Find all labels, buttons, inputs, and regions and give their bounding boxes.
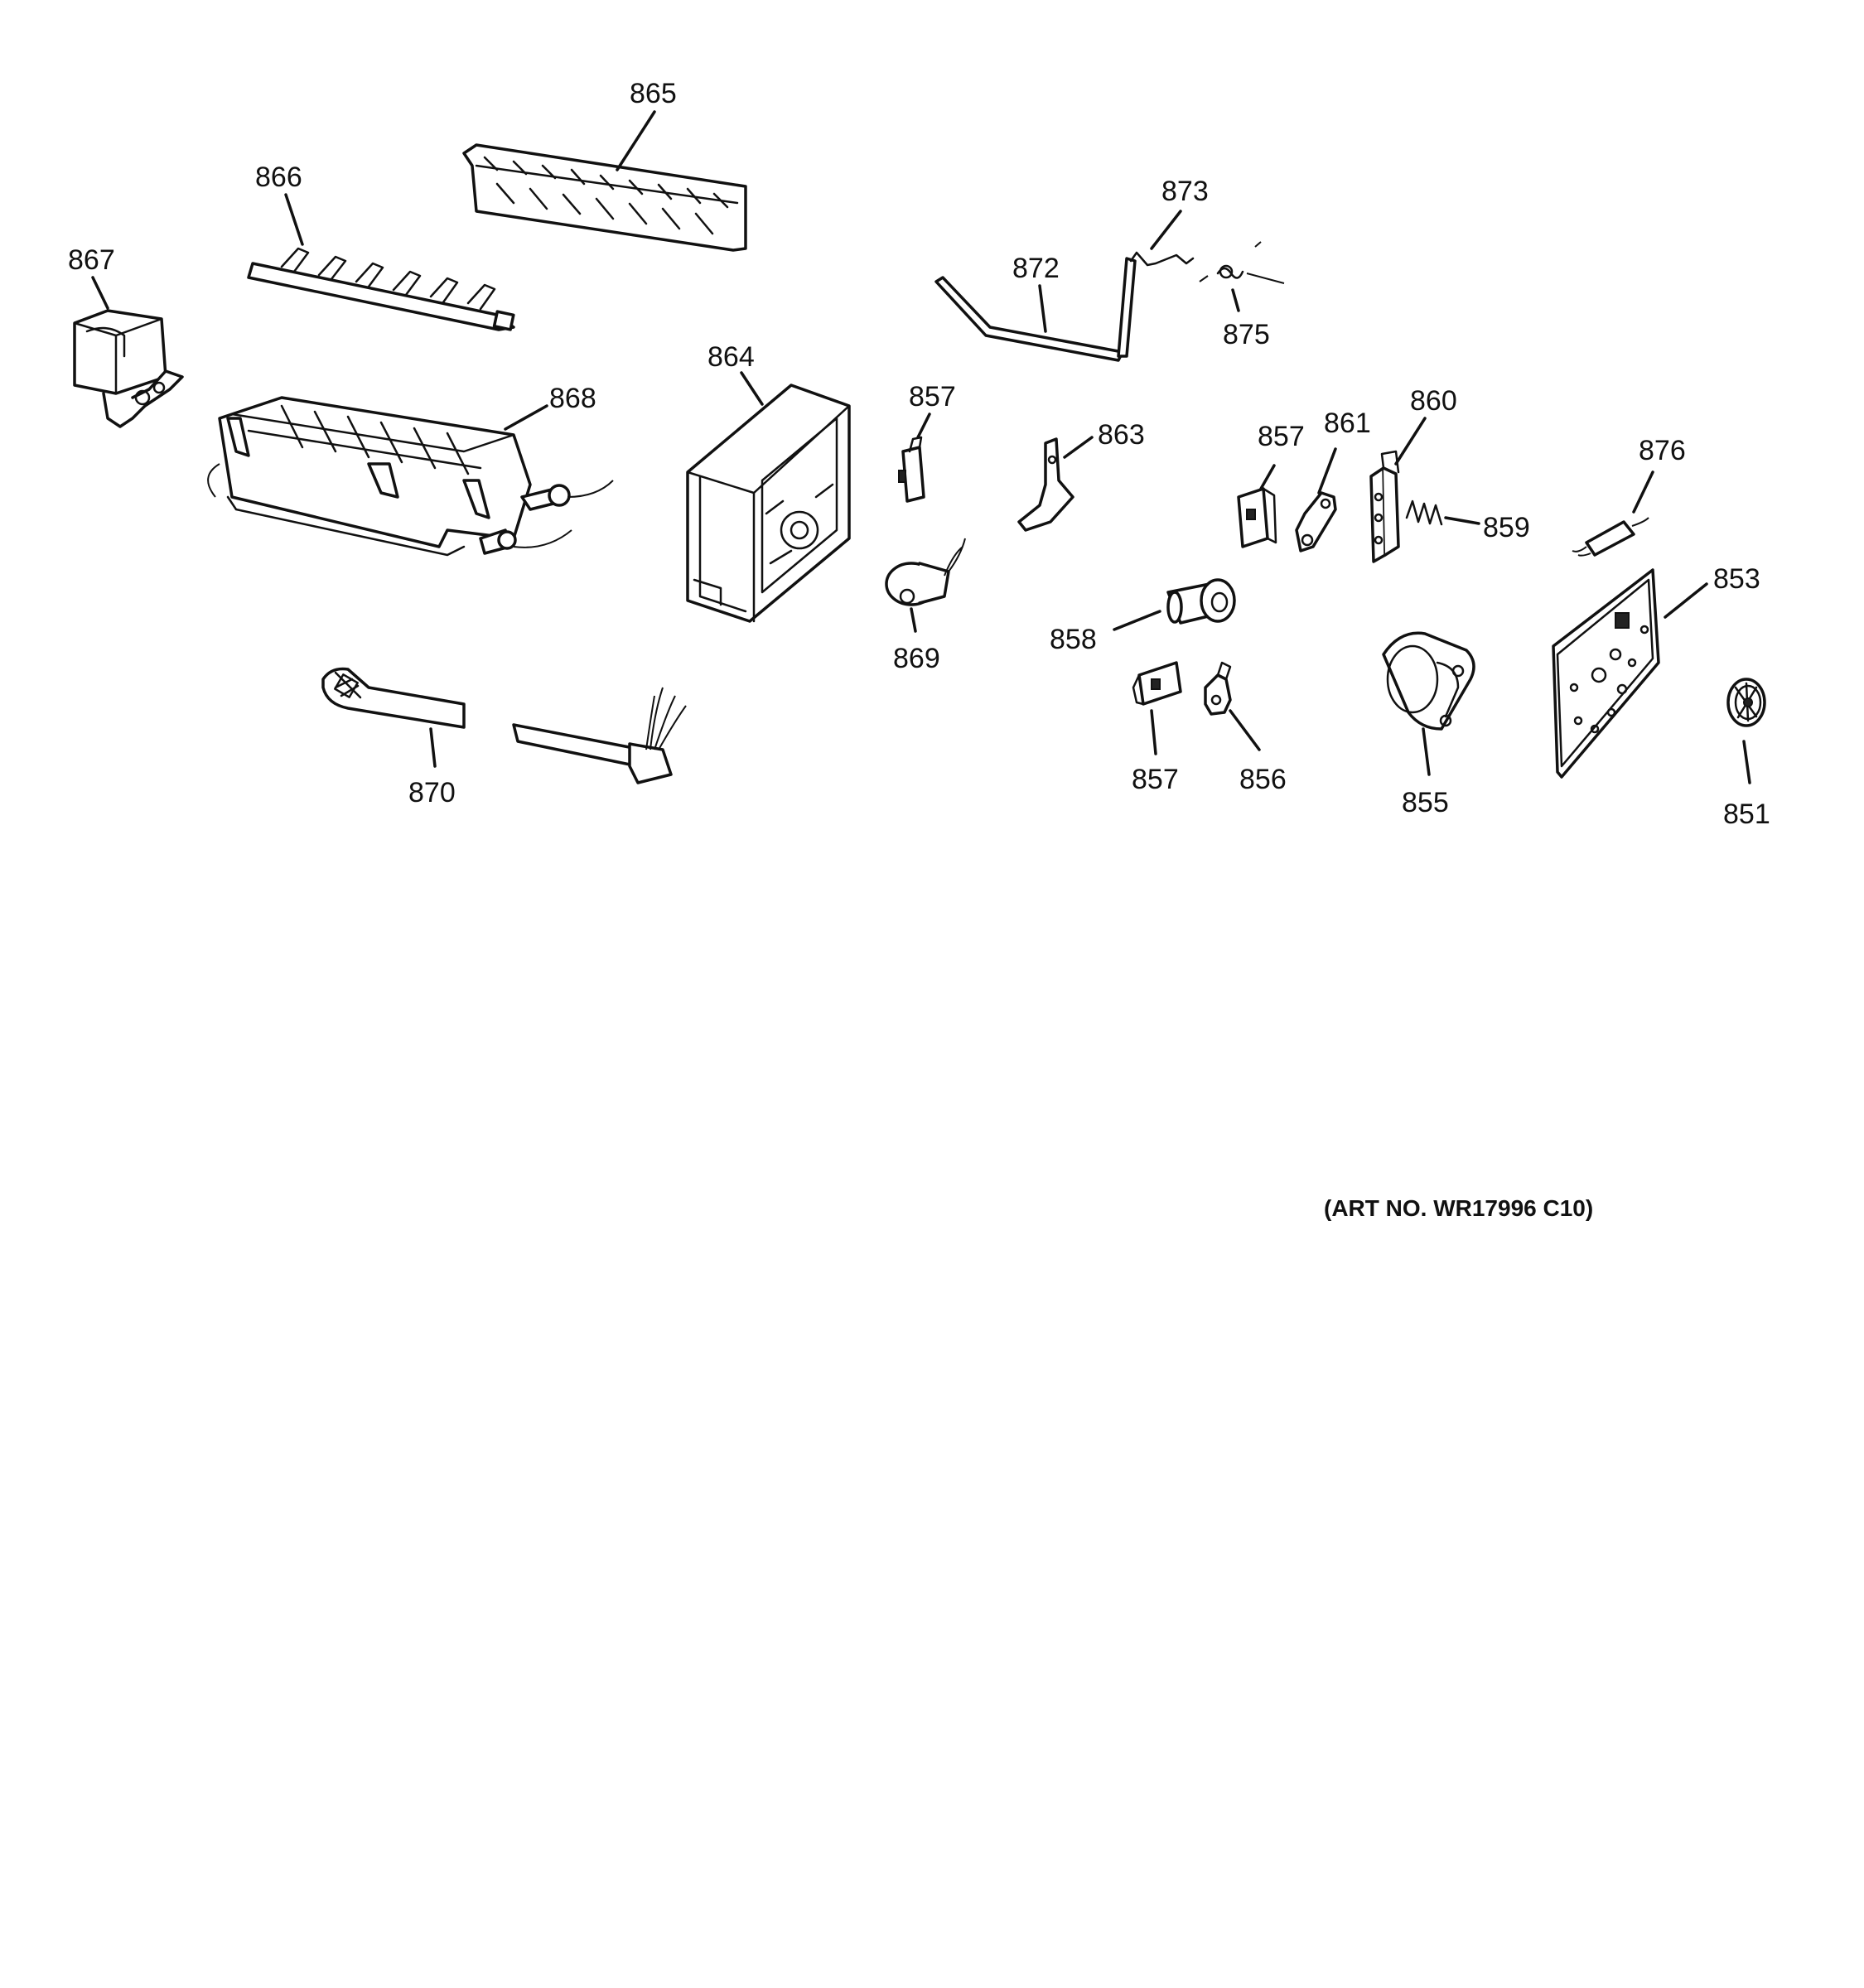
part-859-spring xyxy=(1405,499,1443,526)
label-864: 864 xyxy=(707,341,755,373)
label-872: 872 xyxy=(1012,253,1060,284)
label-865: 865 xyxy=(630,78,677,109)
part-857-switch-top xyxy=(898,436,925,503)
part-861-cam-link xyxy=(1295,491,1337,552)
leader-851 xyxy=(1742,740,1751,784)
leader-864 xyxy=(740,371,764,406)
label-863: 863 xyxy=(1098,419,1145,451)
part-866-ejector xyxy=(247,247,515,331)
part-867-fill-cup xyxy=(73,309,184,428)
part-863-lever xyxy=(1017,437,1074,532)
label-860: 860 xyxy=(1410,385,1457,417)
label-859: 859 xyxy=(1483,512,1530,543)
label-870: 870 xyxy=(408,777,456,808)
leader-857c xyxy=(1150,709,1157,755)
leader-875 xyxy=(1231,288,1240,312)
label-867: 867 xyxy=(68,244,115,276)
part-860-bracket xyxy=(1369,450,1400,563)
leader-861 xyxy=(1317,447,1337,495)
label-855: 855 xyxy=(1402,787,1449,818)
part-864-housing xyxy=(686,384,851,623)
label-857c: 857 xyxy=(1132,764,1179,795)
part-851-gear xyxy=(1726,678,1766,727)
art-number: (ART NO. WR17996 C10) xyxy=(1324,1195,1593,1221)
leader-858 xyxy=(1113,610,1161,631)
leader-863 xyxy=(1063,436,1094,459)
label-857b: 857 xyxy=(1258,421,1305,452)
leader-873 xyxy=(1150,210,1182,250)
part-856-lever xyxy=(1204,661,1232,716)
leader-866 xyxy=(284,193,304,246)
leader-870 xyxy=(429,727,437,768)
label-866: 866 xyxy=(255,162,302,193)
label-868: 868 xyxy=(549,383,596,414)
label-876: 876 xyxy=(1639,435,1686,466)
leader-868 xyxy=(504,404,548,431)
part-872-feeler-arm xyxy=(934,257,1137,362)
part-855-timing-motor xyxy=(1382,631,1475,731)
label-858: 858 xyxy=(1050,624,1097,655)
leader-867 xyxy=(91,276,109,310)
part-858-thermostat xyxy=(1166,578,1236,625)
part-875-spring xyxy=(1199,241,1285,284)
part-870-harness xyxy=(321,667,687,784)
part-873-shutoff-bracket xyxy=(1129,251,1195,267)
part-865-stripper xyxy=(462,143,747,252)
label-869: 869 xyxy=(893,643,940,674)
leader-865 xyxy=(616,110,656,171)
label-851: 851 xyxy=(1723,799,1770,830)
leader-860 xyxy=(1394,417,1427,466)
part-853-mounting-plate xyxy=(1552,568,1660,779)
leader-872 xyxy=(1038,284,1047,333)
label-875: 875 xyxy=(1223,319,1270,350)
part-869-motor xyxy=(885,538,966,606)
leader-857b xyxy=(1259,464,1276,490)
part-868-mold xyxy=(207,396,614,557)
leader-876 xyxy=(1632,470,1654,514)
label-873: 873 xyxy=(1161,176,1209,207)
part-857-switch-right xyxy=(1237,487,1277,548)
label-857a: 857 xyxy=(909,381,956,413)
part-857-switch-bottom xyxy=(1132,661,1182,706)
leader-869 xyxy=(910,607,917,633)
leader-856 xyxy=(1229,709,1261,751)
label-853: 853 xyxy=(1713,563,1760,595)
leader-855 xyxy=(1422,727,1431,776)
leader-857a xyxy=(916,413,931,439)
part-876-heater-lead xyxy=(1572,517,1649,557)
label-856: 856 xyxy=(1239,764,1287,795)
label-861: 861 xyxy=(1324,408,1371,439)
leader-853 xyxy=(1664,582,1708,619)
leader-859 xyxy=(1444,516,1480,525)
